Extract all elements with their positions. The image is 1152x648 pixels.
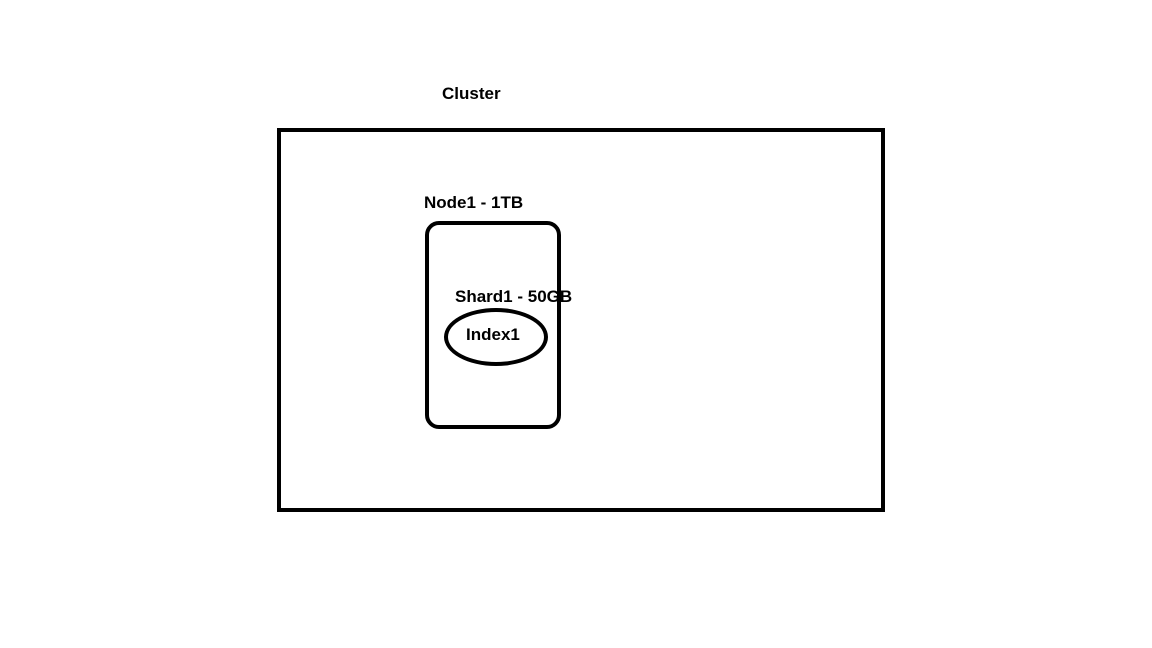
- cluster-box: [277, 128, 885, 512]
- index-ellipse: [444, 308, 548, 366]
- node-label: Node1 - 1TB: [424, 193, 524, 212]
- index-label: Index1: [466, 325, 520, 344]
- cluster-label: Cluster: [442, 84, 501, 103]
- shard-label: Shard1 - 50GB: [455, 287, 573, 306]
- node-box: [425, 221, 561, 429]
